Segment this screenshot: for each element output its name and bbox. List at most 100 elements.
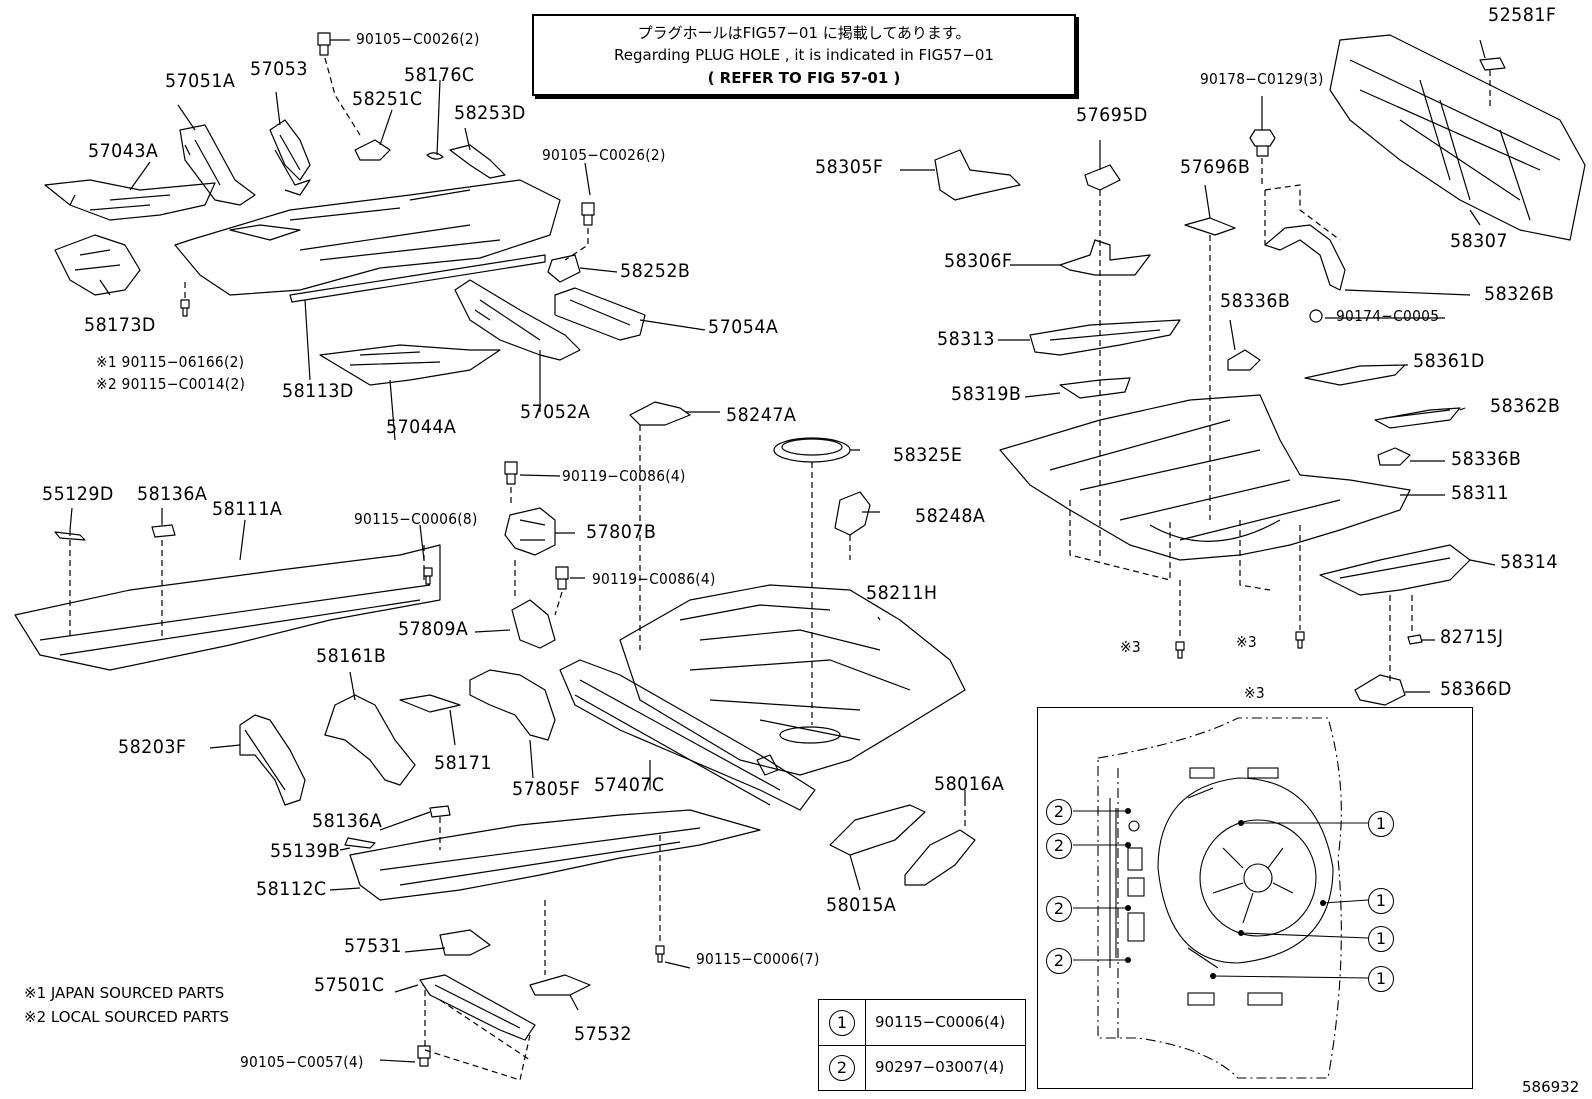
detail-callout-1a[interactable]: 1 — [1368, 811, 1394, 837]
label-58305F[interactable]: 58305F — [815, 156, 884, 178]
label-57531[interactable]: 57531 — [344, 935, 402, 957]
label-58112C[interactable]: 58112C — [256, 878, 327, 900]
label-58176C[interactable]: 58176C — [404, 64, 475, 86]
label-57809A[interactable]: 57809A — [398, 618, 469, 640]
label-52581F[interactable]: 52581F — [1488, 4, 1557, 26]
label-58306F[interactable]: 58306F — [944, 250, 1013, 272]
label-90119-a[interactable]: 90119−C0086(4) — [562, 467, 686, 485]
label-58336B-lower[interactable]: 58336B — [1451, 448, 1522, 470]
part-57501C — [419, 974, 536, 1041]
label-57532[interactable]: 57532 — [574, 1023, 632, 1045]
label-90105-b[interactable]: 90105−C0026(2) — [542, 146, 666, 164]
bolt-90115-c0006-7 — [655, 945, 665, 963]
label-58248A[interactable]: 58248A — [915, 505, 986, 527]
detail-callout-1c[interactable]: 1 — [1368, 926, 1394, 952]
label-58015A[interactable]: 58015A — [826, 894, 897, 916]
label-58136A-lower[interactable]: 58136A — [312, 810, 383, 832]
label-90115-c0006-7[interactable]: 90115−C0006(7) — [696, 950, 820, 968]
label-57696B[interactable]: 57696B — [1180, 156, 1251, 178]
label-58325E[interactable]: 58325E — [893, 444, 963, 466]
part-55129D — [54, 531, 86, 541]
bolt-90105-c0057 — [417, 1045, 431, 1067]
label-90115-06166[interactable]: ※1 90115−06166(2) — [96, 353, 245, 371]
label-58326B[interactable]: 58326B — [1484, 283, 1555, 305]
label-57054A[interactable]: 57054A — [708, 316, 779, 338]
label-58336B-upper[interactable]: 58336B — [1220, 290, 1291, 312]
label-90119-b[interactable]: 90119−C0086(4) — [592, 570, 716, 588]
part-57052A — [454, 279, 581, 361]
bolt-x3-a — [1175, 641, 1185, 659]
nut-90174 — [1309, 309, 1323, 323]
label-90105-a[interactable]: 90105−C0026(2) — [356, 30, 480, 48]
plug-hole-note: プラグホールはFIG57−01 に掲載してあります。 Regarding PLU… — [532, 14, 1076, 96]
label-58136A-upper[interactable]: 58136A — [137, 483, 208, 505]
label-58111A[interactable]: 58111A — [212, 498, 283, 520]
detail-callout-2b[interactable]: 2 — [1046, 833, 1072, 859]
label-58171[interactable]: 58171 — [434, 752, 492, 774]
label-57807B[interactable]: 57807B — [586, 521, 657, 543]
label-58251C[interactable]: 58251C — [352, 88, 423, 110]
label-58211H[interactable]: 58211H — [866, 582, 938, 604]
part-58016A — [904, 829, 976, 886]
part-58111A — [14, 544, 441, 671]
part-58015A — [829, 804, 926, 856]
label-90174[interactable]: 90174−C0005 — [1336, 307, 1440, 325]
part-58253D — [449, 144, 506, 179]
label-57053[interactable]: 57053 — [250, 58, 308, 80]
part-57531 — [439, 929, 491, 956]
footnote-local-sourced: ※2 LOCAL SOURCED PARTS — [24, 1008, 229, 1026]
label-58252B[interactable]: 58252B — [620, 260, 691, 282]
label-57407C[interactable]: 57407C — [594, 774, 665, 796]
label-90105-c0057[interactable]: 90105−C0057(4) — [240, 1053, 364, 1071]
label-58311[interactable]: 58311 — [1451, 482, 1509, 504]
fastener-legend: 1 90115−C0006(4) 2 90297−03007(4) — [818, 999, 1026, 1091]
part-58361D — [1304, 364, 1406, 386]
part-58161B — [324, 694, 416, 786]
part-58211H — [619, 584, 966, 776]
label-57805F[interactable]: 57805F — [512, 778, 581, 800]
legend-part-1[interactable]: 90115−C0006(4) — [875, 1013, 1006, 1031]
label-90115-c0006-8[interactable]: 90115−C0006(8) — [354, 510, 478, 528]
label-58319B[interactable]: 58319B — [951, 383, 1022, 405]
part-58307 — [1329, 34, 1586, 241]
bolt-x3-b — [1295, 631, 1305, 649]
label-57043A[interactable]: 57043A — [88, 140, 159, 162]
label-58313[interactable]: 58313 — [937, 328, 995, 350]
bolt-90115-06166 — [180, 299, 190, 317]
detail-callout-2a[interactable]: 2 — [1046, 799, 1072, 825]
part-front-floor-main — [174, 179, 561, 296]
detail-callout-1d[interactable]: 1 — [1368, 966, 1394, 992]
label-58361D[interactable]: 58361D — [1413, 350, 1485, 372]
label-58161B[interactable]: 58161B — [316, 645, 387, 667]
label-58173D[interactable]: 58173D — [84, 314, 156, 336]
label-58307[interactable]: 58307 — [1450, 230, 1508, 252]
label-57501C[interactable]: 57501C — [314, 974, 385, 996]
label-57051A[interactable]: 57051A — [165, 70, 236, 92]
detail-callout-1b[interactable]: 1 — [1368, 888, 1394, 914]
part-58306F — [1059, 239, 1151, 276]
label-58253D[interactable]: 58253D — [454, 102, 526, 124]
label-90178[interactable]: 90178−C0129(3) — [1200, 70, 1324, 88]
label-57695D[interactable]: 57695D — [1076, 104, 1148, 126]
label-58362B[interactable]: 58362B — [1490, 395, 1561, 417]
part-58366D — [1354, 674, 1406, 706]
label-55129D[interactable]: 55129D — [42, 483, 114, 505]
label-90115-c0014[interactable]: ※2 90115−C0014(2) — [96, 375, 246, 393]
label-55139B[interactable]: 55139B — [270, 840, 341, 862]
label-58113D[interactable]: 58113D — [282, 380, 354, 402]
legend-part-2[interactable]: 90297−03007(4) — [875, 1058, 1005, 1076]
label-82715J[interactable]: 82715J — [1440, 626, 1504, 648]
label-57052A[interactable]: 57052A — [520, 401, 591, 423]
part-55139B — [344, 837, 376, 849]
detail-callout-2c[interactable]: 2 — [1046, 896, 1072, 922]
label-58366D[interactable]: 58366D — [1440, 678, 1512, 700]
detail-callout-2d[interactable]: 2 — [1046, 948, 1072, 974]
label-58314[interactable]: 58314 — [1500, 551, 1558, 573]
legend-row-1: 1 90115−C0006(4) — [819, 1000, 1025, 1046]
part-57407C — [559, 659, 816, 811]
label-58016A[interactable]: 58016A — [934, 773, 1005, 795]
part-58336B-upper — [1227, 349, 1261, 371]
label-58203F[interactable]: 58203F — [118, 736, 187, 758]
label-57044A[interactable]: 57044A — [386, 416, 457, 438]
label-58247A[interactable]: 58247A — [726, 404, 797, 426]
